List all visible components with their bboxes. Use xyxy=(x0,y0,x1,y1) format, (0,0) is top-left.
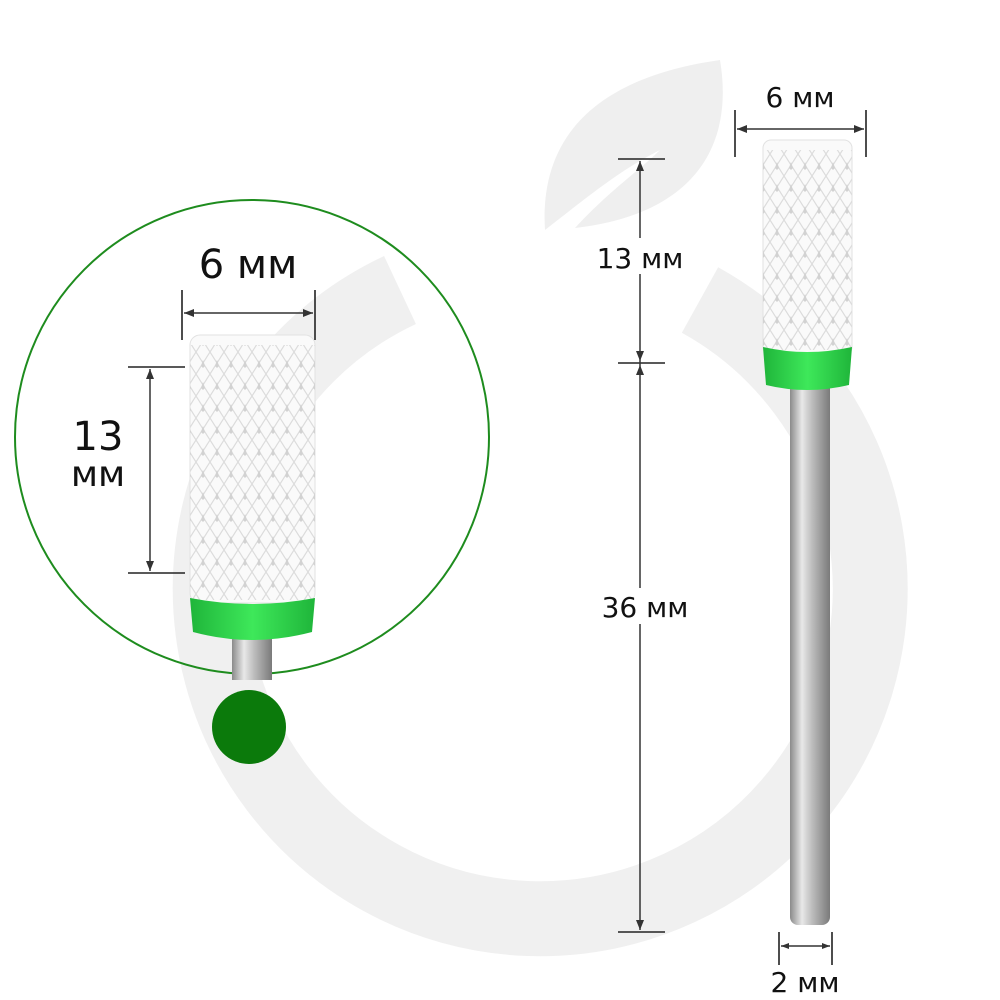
shank-diameter-dimension: 2 мм xyxy=(771,932,840,999)
full-width-label: 6 мм xyxy=(766,81,835,114)
color-indicator-dot xyxy=(212,690,286,764)
zoom-length-number: 13 xyxy=(73,414,124,460)
shank-length-label: 36 мм xyxy=(602,591,689,624)
zoomed-drill-bit xyxy=(189,334,316,680)
zoom-length-unit: мм xyxy=(71,454,125,495)
zoom-width-label: 6 мм xyxy=(199,242,298,288)
head-length-label: 13 мм xyxy=(597,242,684,275)
full-width-dimension: 6 мм xyxy=(734,81,867,157)
zoom-length-dimension: 13 мм xyxy=(71,366,185,574)
full-drill-bit xyxy=(762,139,853,925)
full-length-dimension: 13 мм 36 мм xyxy=(585,158,700,933)
shank-diameter-label: 2 мм xyxy=(771,966,840,999)
zoom-width-dimension: 6 мм xyxy=(181,242,316,340)
